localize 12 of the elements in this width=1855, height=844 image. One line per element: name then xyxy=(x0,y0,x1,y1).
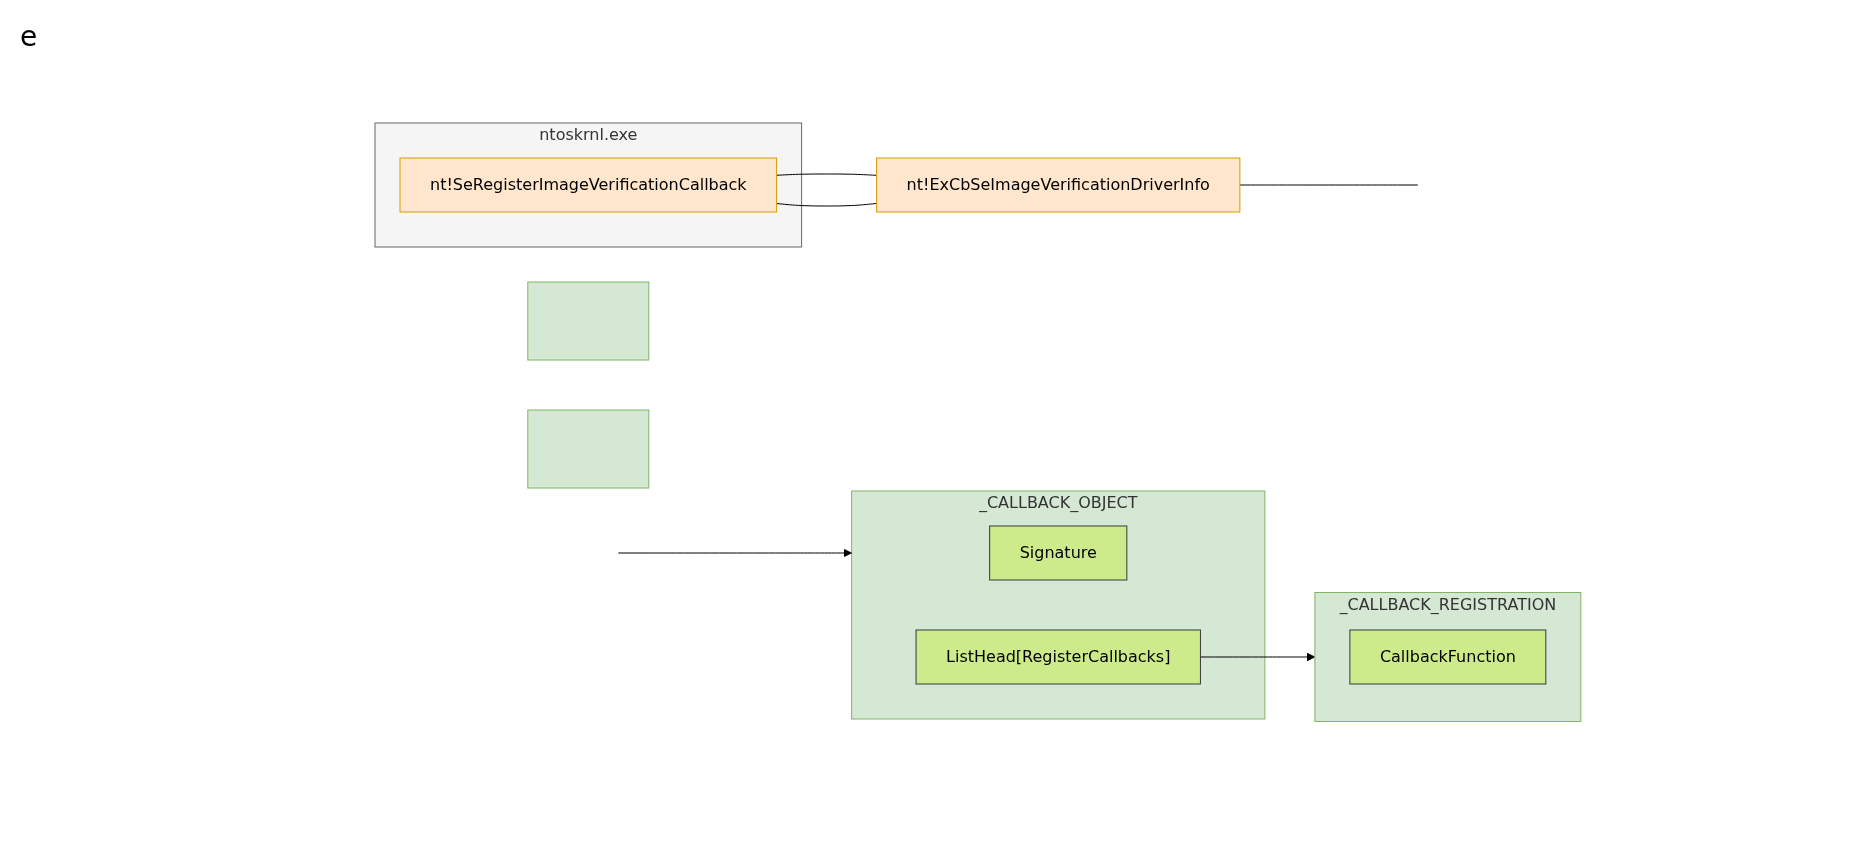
arrow xyxy=(1199,652,1315,662)
node-box xyxy=(526,281,649,361)
note-text: e xyxy=(20,20,39,53)
node-box: nt!ExCbSeImageVerificationDriverInfo xyxy=(875,157,1240,213)
arrow xyxy=(617,548,852,558)
connector xyxy=(775,202,877,207)
node-box: CallbackFunction xyxy=(1348,629,1546,685)
connector xyxy=(775,173,877,176)
node-box: Signature xyxy=(988,525,1127,581)
node-box: nt!SeRegisterImageVerificationCallback xyxy=(399,157,777,213)
node-box: ListHead[RegisterCallbacks] xyxy=(915,629,1201,685)
node-box xyxy=(526,409,649,489)
